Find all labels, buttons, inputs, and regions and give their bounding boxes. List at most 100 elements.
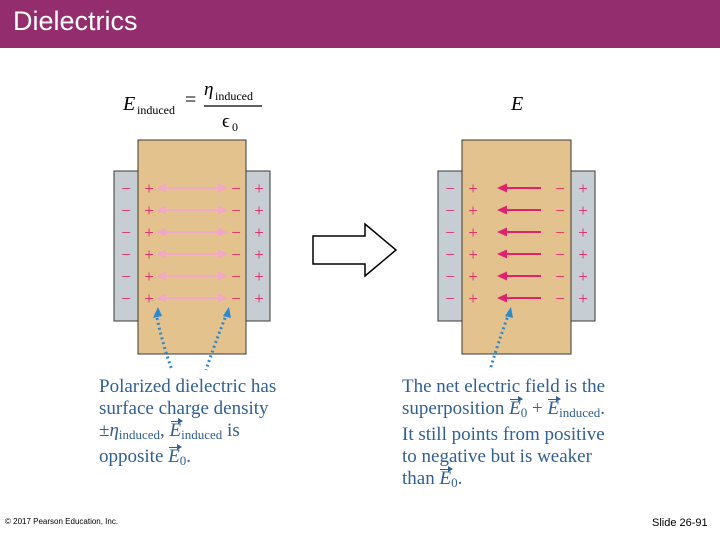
negative-charge: − xyxy=(121,201,131,220)
positive-charge: + xyxy=(254,201,264,220)
induced-field-vector: E xyxy=(169,418,183,441)
positive-charge: + xyxy=(144,267,154,286)
plus-minus-symbol: ± xyxy=(99,420,110,441)
negative-charge: − xyxy=(231,267,241,286)
right-caption-line: The net electric field is the xyxy=(402,376,606,397)
period: . xyxy=(600,398,605,419)
positive-charge: + xyxy=(254,289,264,308)
equation-denominator-sub: 0 xyxy=(232,120,238,134)
field-arrow-head xyxy=(218,205,228,215)
positive-charge: + xyxy=(468,267,478,286)
period: . xyxy=(186,446,191,467)
positive-charge: + xyxy=(578,245,588,264)
right-caption-line: than E0. xyxy=(402,466,652,494)
negative-charge: − xyxy=(445,289,455,308)
pointer-arrowhead xyxy=(505,307,513,318)
positive-charge: + xyxy=(254,245,264,264)
negative-charge: − xyxy=(121,179,131,198)
net-field-label: E xyxy=(510,93,523,115)
left-caption-line: opposite E0. xyxy=(99,444,329,472)
right-caption: The net electric field is the superposit… xyxy=(402,376,652,494)
positive-charge: + xyxy=(578,223,588,242)
field-arrow-head xyxy=(218,249,228,259)
right-dielectric-slab xyxy=(461,139,572,355)
equation-numerator-sub: induced xyxy=(215,89,253,103)
positive-charge: + xyxy=(254,267,264,286)
comma: , xyxy=(160,420,170,441)
plus-sign: + xyxy=(527,398,548,419)
dielectric-figure: E induced = η induced ϵ 0 E −+−+−+−+−+−+… xyxy=(113,79,596,371)
negative-charge: − xyxy=(445,267,455,286)
induced-field-equation: E induced = η induced ϵ 0 xyxy=(122,79,262,134)
left-dielectric-slab xyxy=(137,139,247,355)
field-arrow-head xyxy=(497,293,507,303)
negative-charge: − xyxy=(555,267,565,286)
eta-symbol: η xyxy=(109,420,119,441)
applied-field-subscript: 0 xyxy=(520,405,528,420)
caption-word: than xyxy=(402,468,440,489)
equation-numerator: η xyxy=(204,79,213,100)
field-arrow-head xyxy=(497,205,507,215)
equation-lhs: E xyxy=(122,93,135,115)
pointer-line xyxy=(204,312,229,371)
positive-charge: + xyxy=(468,201,478,220)
positive-charge: + xyxy=(144,245,154,264)
field-arrow-head xyxy=(156,183,166,193)
negative-charge: − xyxy=(555,289,565,308)
right-caption-line: superposition E0 + Einduced. xyxy=(402,396,652,424)
left-capacitor: −+−+−+−+−+−+−+−+−+−+−+−+ xyxy=(113,139,271,371)
left-caption-line: ±ηinduced, Einduced is xyxy=(99,418,329,446)
caption-word: opposite xyxy=(99,446,169,467)
field-arrow-head xyxy=(218,293,228,303)
negative-charge: − xyxy=(555,201,565,220)
field-arrow-head xyxy=(218,271,228,281)
negative-charge: − xyxy=(445,201,455,220)
negative-charge: − xyxy=(121,267,131,286)
pointer-line xyxy=(488,312,511,371)
period: . xyxy=(457,468,463,489)
negative-charge: − xyxy=(121,289,131,308)
transition-arrow xyxy=(312,222,398,278)
negative-charge: − xyxy=(555,223,565,242)
left-caption-line: surface charge density xyxy=(99,398,269,419)
positive-charge: + xyxy=(578,179,588,198)
applied-field-subscript: 0 xyxy=(179,453,187,468)
positive-charge: + xyxy=(578,289,588,308)
equation-denominator: ϵ xyxy=(222,111,230,132)
negative-charge: − xyxy=(231,201,241,220)
negative-charge: − xyxy=(121,245,131,264)
field-arrow-head xyxy=(156,227,166,237)
negative-charge: − xyxy=(121,223,131,242)
negative-charge: − xyxy=(445,223,455,242)
positive-charge: + xyxy=(144,179,154,198)
applied-field-vector: E xyxy=(168,444,182,467)
applied-field-vector: E xyxy=(509,396,523,419)
field-arrow-head xyxy=(156,271,166,281)
positive-charge: + xyxy=(468,179,478,198)
negative-charge: − xyxy=(555,245,565,264)
equation-equals: = xyxy=(185,89,196,111)
field-arrow-head xyxy=(156,249,166,259)
applied-field-vector: E xyxy=(439,466,453,489)
positive-charge: + xyxy=(468,289,478,308)
induced-field-subscript: induced xyxy=(181,427,223,442)
left-caption: Polarized dielectric has surface charge … xyxy=(99,376,329,472)
right-capacitor: −+−+−+−+−+−+−+−+−+−+−+−+ xyxy=(437,139,596,371)
positive-charge: + xyxy=(144,223,154,242)
field-arrow-head xyxy=(497,183,507,193)
eta-subscript: induced xyxy=(118,427,161,442)
right-caption-line: to negative but is weaker xyxy=(402,446,592,467)
equation-lhs-sub: induced xyxy=(137,103,175,117)
induced-field-vector: E xyxy=(547,396,561,419)
negative-charge: − xyxy=(231,223,241,242)
slide-number: Slide 26-91 xyxy=(652,517,708,529)
copyright-notice: © 2017 Pearson Education, Inc. xyxy=(5,517,119,526)
field-arrow-head xyxy=(218,183,228,193)
positive-charge: + xyxy=(254,179,264,198)
negative-charge: − xyxy=(231,289,241,308)
negative-charge: − xyxy=(231,245,241,264)
left-caption-line: Polarized dielectric has xyxy=(99,376,277,397)
positive-charge: + xyxy=(144,201,154,220)
negative-charge: − xyxy=(445,179,455,198)
negative-charge: − xyxy=(555,179,565,198)
